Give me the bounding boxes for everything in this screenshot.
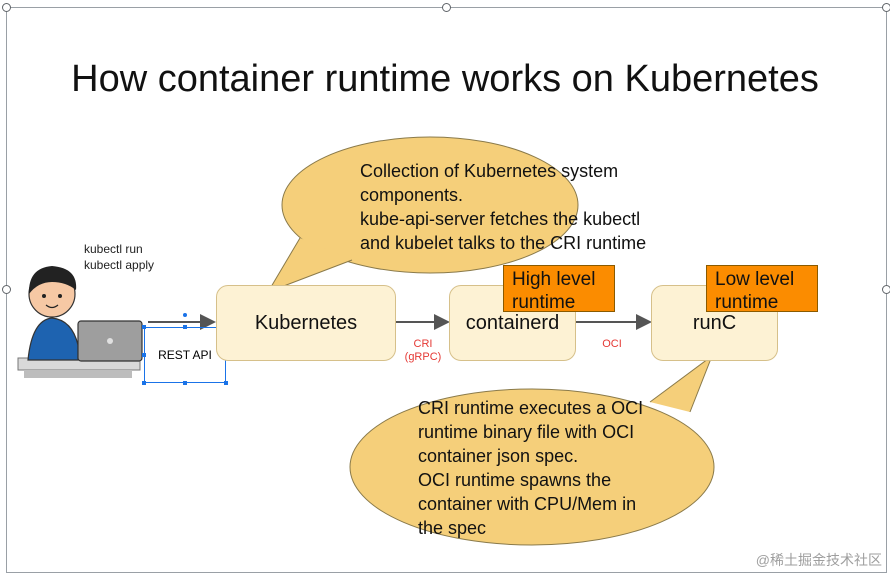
resize-handle-middle-right[interactable] xyxy=(882,285,890,294)
diagram-title: How container runtime works on Kubernete… xyxy=(71,58,819,100)
selection-handle[interactable] xyxy=(142,353,146,357)
user-at-laptop-illustration xyxy=(17,266,143,378)
selection-handle[interactable] xyxy=(183,325,187,329)
selection-handle[interactable] xyxy=(142,381,146,385)
edge-label-cri: CRI (gRPC) xyxy=(404,338,442,363)
low-level-line2: runtime xyxy=(715,292,779,313)
kubectl-apply-label: kubectl apply xyxy=(84,258,155,272)
edge-label-oci: OCI xyxy=(602,338,622,350)
low-level-runtime-tag: Low level runtime xyxy=(706,265,818,313)
rotation-handle[interactable] xyxy=(183,313,187,317)
high-level-line2: runtime xyxy=(512,292,576,313)
resize-handle-top-center[interactable] xyxy=(442,3,451,12)
kubectl-run-label: kubectl run xyxy=(84,242,143,256)
resize-handle-top-left[interactable] xyxy=(2,3,11,12)
top-speech-bubble xyxy=(266,136,579,293)
bottom-bubble-text: CRI runtime executes a OCI runtime binar… xyxy=(418,398,644,538)
high-level-line1: High level xyxy=(512,269,596,290)
resize-handle-top-right[interactable] xyxy=(882,3,890,12)
high-level-runtime-tag: High level runtime xyxy=(503,265,615,313)
low-level-line1: Low level xyxy=(715,269,795,290)
node-kubernetes: Kubernetes xyxy=(216,285,396,361)
resize-handle-middle-left[interactable] xyxy=(2,285,11,294)
rest-api-label[interactable]: REST API xyxy=(144,327,226,383)
selection-handle[interactable] xyxy=(183,381,187,385)
bottom-speech-bubble xyxy=(349,354,715,546)
selection-handle[interactable] xyxy=(224,381,228,385)
watermark: @稀土掘金技术社区 xyxy=(755,552,882,568)
top-bubble-text: Collection of Kubernetes system componen… xyxy=(360,161,647,253)
selection-handle[interactable] xyxy=(142,325,146,329)
